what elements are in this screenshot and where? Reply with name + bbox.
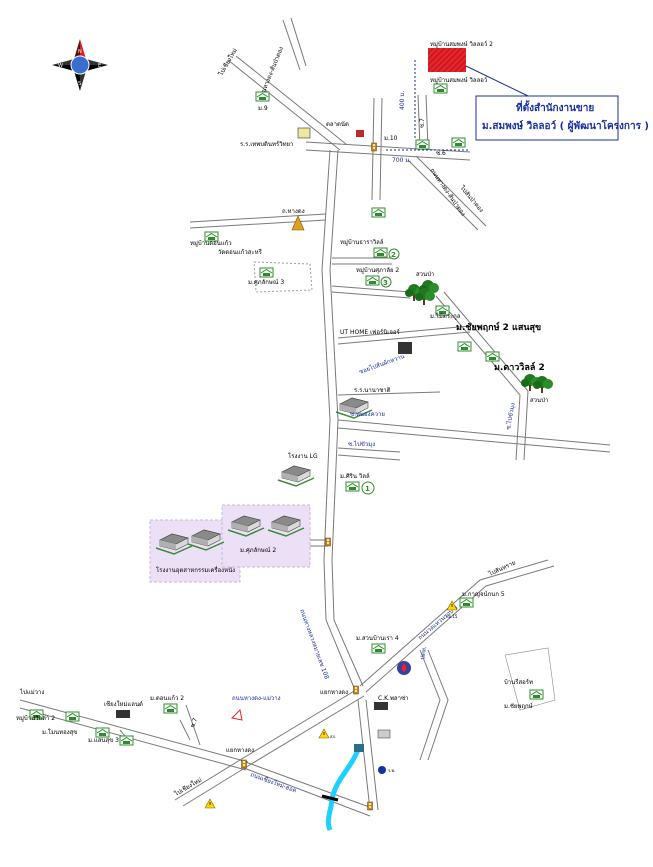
label-forest2: สวนป่า [530,397,548,404]
compass-w: W [58,63,63,69]
label-to-w: ไปแม่วาง [19,688,44,696]
distance-horizontal: 700 ม. [392,157,411,164]
label-factory-b: ม.ศุภลักษณ์ 2 [240,546,276,554]
label-ck: C.K.พลาซ่า [378,695,408,702]
compass-s: S [78,81,81,87]
ut-home-icon [398,342,412,354]
label-village-r1: ม.ไม้ตระกูล [430,312,461,320]
label-junction: แยกหางดง [320,689,348,696]
label-cross-soi: ซ.ไปขัวมุง [348,440,375,448]
bridge [321,794,339,802]
label-road-r2: ซ.หนองควาย [350,411,385,418]
se-area-outline [504,647,556,711]
market-icon [297,127,311,139]
label-soi7: ซ.7 [419,118,426,128]
label-forest: สวนป่า [416,271,434,278]
arrow-icon [230,708,243,721]
label-road-bot: ถนนเชียงใหม่-ฮอด [249,770,297,794]
label-road-main-s: ถนนทางหลวงหมายเลข 108 [298,608,330,680]
project-site [428,48,466,72]
hospital-icon [378,766,386,774]
label-school2: ร.ร.นานาชาติ [354,387,391,394]
label-village-c1: หมู่บ้านธาราวิลล์ [340,238,384,246]
label-village-temple: หมู่บ้านดอนแก้ว [190,240,232,247]
label-to-swbot: ไปเชียงใหม่ [172,776,203,799]
label-soi-w: ซ.7 [189,717,199,729]
number-3: 3 [383,279,388,287]
label-factory-a: โรงงานอุตสาหกรรมเครื่องหนัง [156,566,235,574]
label-temple: วัดดอนแก้วสะหรี [218,248,263,256]
info-box: ที่ตั้งสำนักงานขาย ม.สมพงษ์ วิลลอว์ ( ผู… [475,95,649,141]
number-1: 1 [365,485,370,493]
compass-n: N [78,49,82,55]
label-village-big2: ม.ดาววิลล์ 2 [494,361,545,373]
distance-vertical: 400 ม. [399,91,406,110]
village-c3-outline [253,261,313,293]
label-market: ตลาดนัด [326,121,349,128]
ck-icon [374,702,388,710]
label-pol2: ร.พ. [388,768,395,773]
label-village-big1: ม.ชัยพฤกษ์ 2 แสนสุข [456,321,541,333]
label-km: กม.15 [446,614,458,619]
label-soi-nw: ไปเชียงใหม่ [216,47,239,78]
label-pol: สภ. [330,734,336,739]
label-village-c2: หมู่บ้านศุภาลัย 2 [356,267,399,274]
label-road-r1: ซอยไปสันผักหวาน [358,352,406,376]
label-village-c3: ม.ศุภลักษณ์ 3 [248,278,284,286]
factory-zone-b [221,504,311,568]
project-sub-label: หมู่บ้านสมพงษ์ วิลลอว์ [430,76,487,84]
label-ptt: ปตท. [419,646,428,661]
label-village-w1: ม.ดอนแก้ว 2 [150,695,184,702]
number-2: 2 [391,251,396,259]
compass-e: E [98,63,101,69]
canal [325,749,361,831]
info-box-line1: ที่ตั้งสำนักงานขาย [516,100,594,114]
label-m9: ม.9 [258,105,268,112]
label-temple-road: ถ.หางดง [282,208,305,215]
label-village-s1: ม.กาญจน์กนก 5 [462,590,505,598]
bank-icon [356,130,364,137]
label-village-w2: เชียงใหม่แลนด์ [104,700,143,708]
info-box-line2: ม.สมพงษ์ วิลลอว์ ( ผู้พัฒนาโครงการ ) [482,119,649,133]
label-cross1: ม.10 [384,135,398,142]
label-to-e: ไปสันทราย [487,558,517,578]
roads [19,17,611,817]
label-junction2: แยกหางดง [226,747,254,754]
label-school: ร.ร.เทพบดินทร์วิทยา [240,140,293,148]
label-area-se: บ้านรีสอร์ท [504,678,533,686]
temple-icon [291,215,305,231]
w2-icon [116,710,130,718]
label-ut-home: UT HOME เฟอร์นิเจอร์ [340,328,400,336]
label-village-w5: ม.แสนสุข 3 [88,737,119,744]
gas-station-icon [397,661,411,675]
label-village-m: ม.ศิริน วิลล์ [340,472,370,480]
label-road-ne: ถนนหางดง-สันป่าตอง [428,167,466,217]
label-village-s3: ม.ชัยพฤกษ์ [504,702,533,710]
label-village-w4: ม.โมนทองสุข [42,728,77,736]
shop-icon [377,729,391,739]
label-village-s2: ม.สวนบ้านเรา 4 [356,635,399,642]
compass-icon: N W E S [52,39,108,91]
project-label: หมู่บ้านสมพงษ์ วิลลอว์ 2 [430,40,493,48]
label-factory-lg: โรงงาน LG [288,452,318,460]
bank-icon-2 [354,744,364,752]
label-road-v: ซ.ไปขัวมุง [504,402,517,430]
label-village-w3: หมู่บ้านวิลล่า 2 [16,715,55,722]
label-road-sw: ถนนหางดง-แม่วาง [232,695,281,702]
label-soi6: ซ.6 [436,150,446,157]
